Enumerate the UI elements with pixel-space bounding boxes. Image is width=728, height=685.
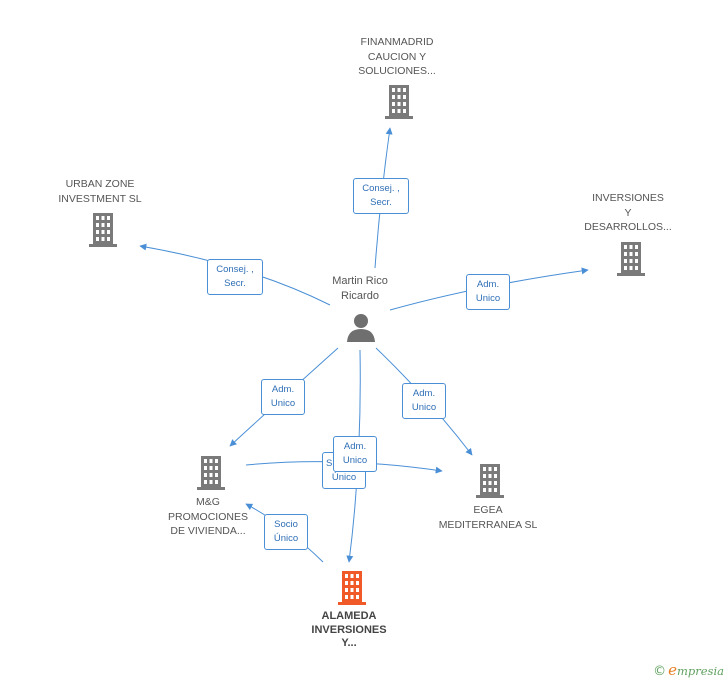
building-icon-main[interactable]: [336, 571, 368, 610]
role-badge-egea[interactable]: Adm. Unico: [402, 383, 446, 419]
building-icon[interactable]: [87, 213, 119, 252]
company-mg-label[interactable]: M&G PROMOCIONES DE VIVIENDA...: [168, 496, 248, 537]
company-finanmadrid-label[interactable]: FINANMADRID CAUCION Y SOLUCIONES...: [358, 36, 436, 77]
copyright-icon: ©: [653, 664, 667, 679]
role-badge-inversiones[interactable]: Adm. Unico: [466, 274, 510, 310]
company-inversiones-label[interactable]: INVERSIONES Y DESARROLLOS...: [584, 192, 672, 233]
person-name-label[interactable]: Martin Rico Ricardo: [332, 275, 388, 302]
role-badge-mg[interactable]: Adm. Unico: [261, 379, 305, 415]
empresia-logo[interactable]: ©empresia: [653, 661, 724, 679]
company-alameda-label[interactable]: ALAMEDA INVERSIONES Y...: [311, 610, 387, 649]
person-icon[interactable]: [346, 312, 376, 347]
building-icon[interactable]: [195, 456, 227, 495]
company-egea-label[interactable]: EGEA MEDITERRANEA SL: [438, 504, 538, 531]
role-badge-finanmadrid[interactable]: Consej. , Secr.: [353, 178, 409, 214]
building-icon[interactable]: [474, 464, 506, 503]
building-icon[interactable]: [383, 85, 415, 124]
role-badge-urban-zone[interactable]: Consej. , Secr.: [207, 259, 263, 295]
building-icon[interactable]: [615, 242, 647, 281]
role-badge-alameda[interactable]: Adm. Unico: [333, 436, 377, 472]
role-badge-socio-unico[interactable]: Socio Único: [264, 514, 308, 550]
company-urban-zone-label[interactable]: URBAN ZONE INVESTMENT SL: [58, 178, 142, 205]
